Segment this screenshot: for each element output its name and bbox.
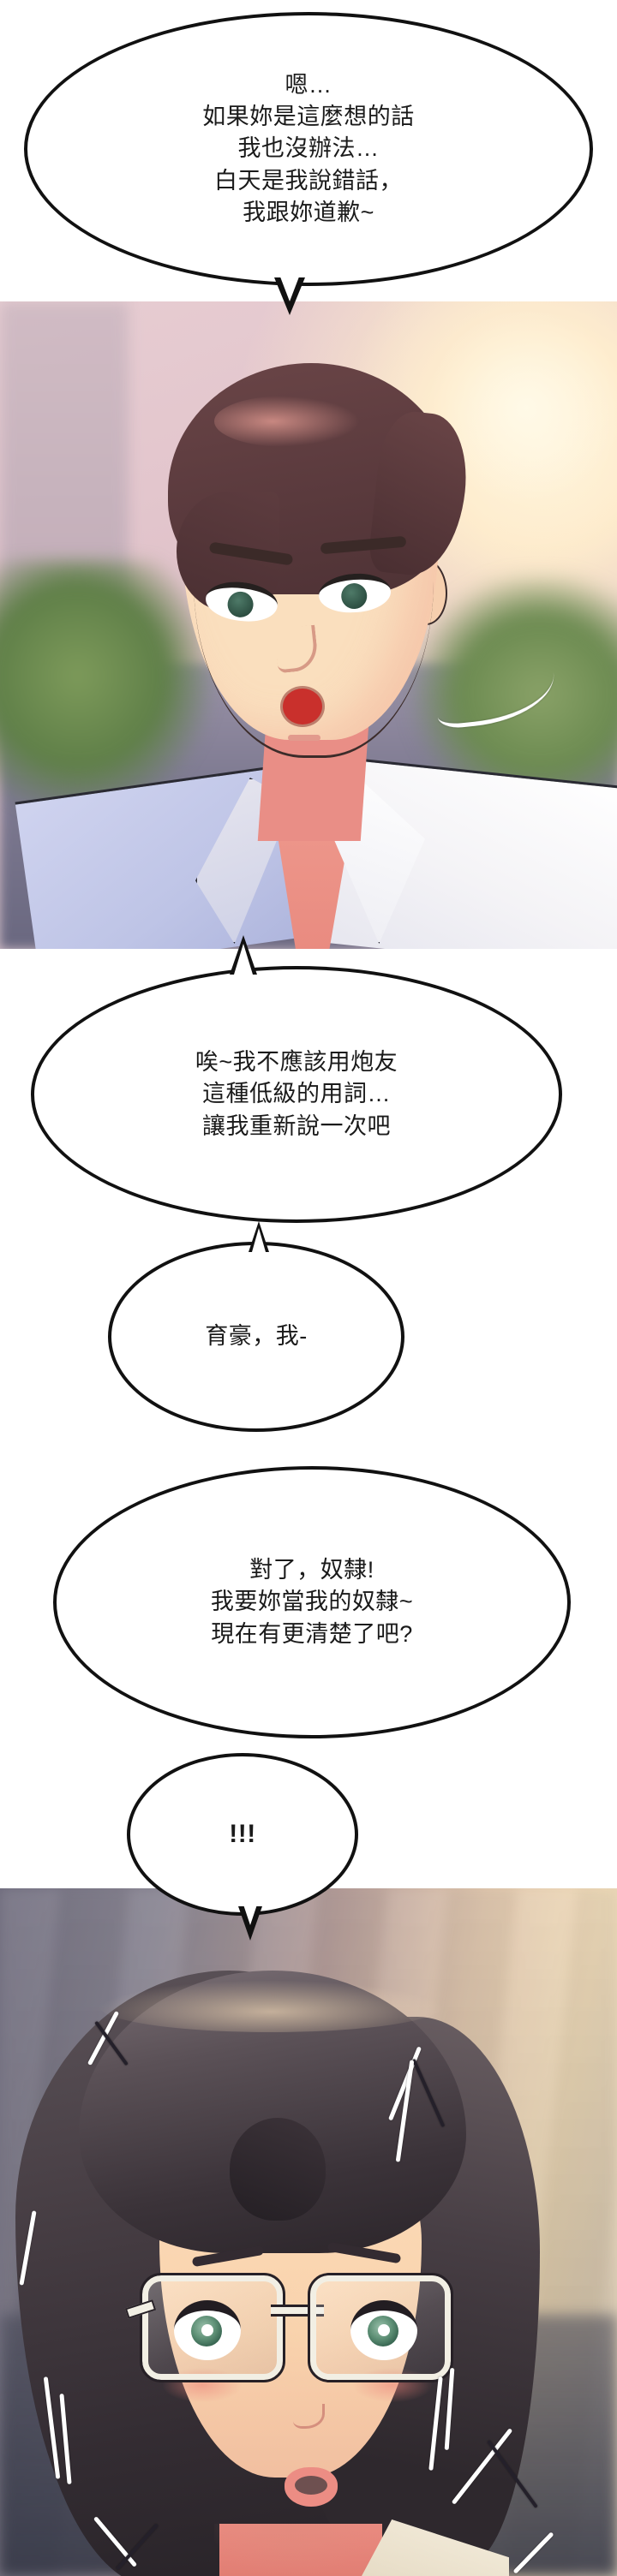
bubble-1-line-1: 嗯… xyxy=(285,71,332,98)
panel2-nose xyxy=(293,2404,325,2429)
panel2-blush-right xyxy=(353,2368,432,2402)
bubble-2-line-1: 唉~我不應該用炮友 xyxy=(195,1049,398,1076)
bubble-1-line-2: 如果妳是這麼想的話 xyxy=(202,104,415,130)
bubble-5-line-1: !!! xyxy=(229,1820,256,1849)
panel2-iris-left xyxy=(191,2316,222,2346)
bubble-1-line-5: 我跟妳道歉~ xyxy=(243,199,374,225)
panel2-pupil-right xyxy=(378,2324,390,2336)
speech-bubble-4-text: 對了，奴隸! 我要妳當我的奴隸~ 現在有更清楚了吧? xyxy=(211,1554,413,1650)
panel1-iris-left xyxy=(225,590,255,619)
bubble-4-line-2: 我要妳當我的奴隸~ xyxy=(210,1589,414,1615)
panel2-mouth xyxy=(285,2467,338,2507)
bubble-2-line-3: 讓我重新說一次吧 xyxy=(202,1112,391,1139)
panel2-pupil-left xyxy=(201,2324,213,2336)
panel1-iris-right xyxy=(340,582,368,611)
bubble-4-line-1: 對了，奴隸! xyxy=(249,1557,374,1583)
panel1-bush-left xyxy=(0,560,214,818)
panel2-mouth-inner xyxy=(295,2476,327,2495)
speech-bubble-4: 對了，奴隸! 我要妳當我的奴隸~ 現在有更清楚了吧? xyxy=(53,1466,571,1738)
bubble-2-line-2: 這種低級的用詞… xyxy=(202,1081,391,1107)
panel1-mouth xyxy=(283,689,322,724)
glasses-icon xyxy=(124,2273,453,2382)
speech-bubble-2: 唉~我不應該用炮友 這種低級的用詞… 讓我重新說一次吧 xyxy=(31,966,562,1223)
panel1-lower-lip xyxy=(288,735,320,741)
bubble-4-line-3: 現在有更清楚了吧? xyxy=(211,1620,413,1647)
panel1-hair-highlight xyxy=(214,396,360,447)
speech-bubble-5-text: !!! xyxy=(229,1816,255,1852)
panel2-eye-left xyxy=(174,2300,241,2360)
panel2-eye-right xyxy=(350,2300,417,2360)
bubble-1-line-3: 我也沒辦法… xyxy=(237,135,380,162)
comic-panel-2 xyxy=(0,1888,617,2576)
speech-bubble-3-text: 育豪，我- xyxy=(205,1321,308,1352)
panel2-hair-highlight xyxy=(99,1981,442,2032)
panel2-iris-right xyxy=(368,2316,398,2346)
speech-bubble-1: 嗯… 如果妳是這麼想的話 我也沒辦法… 白天是我說錯話， 我跟妳道歉~ xyxy=(24,12,593,286)
speech-bubble-5: !!! xyxy=(127,1753,358,1916)
speech-bubble-1-text: 嗯… 如果妳是這麼想的話 我也沒辦法… 白天是我說錯話， 我跟妳道歉~ xyxy=(202,69,415,229)
speech-bubble-3: 育豪，我- xyxy=(108,1242,404,1432)
panel2-lens-left xyxy=(124,2273,285,2382)
panel2-blush-left xyxy=(163,2368,242,2402)
comic-panel-1 xyxy=(0,301,617,949)
panel2-lens-right xyxy=(308,2273,453,2382)
bubble-3-line-1: 育豪，我- xyxy=(205,1323,308,1350)
panel2-chin-shadow xyxy=(214,2524,368,2575)
speech-bubble-2-text: 唉~我不應該用炮友 這種低級的用詞… 讓我重新說一次吧 xyxy=(195,1046,398,1142)
panel2-neck xyxy=(219,2524,382,2576)
bubble-1-line-4: 白天是我說錯話， xyxy=(214,167,403,194)
